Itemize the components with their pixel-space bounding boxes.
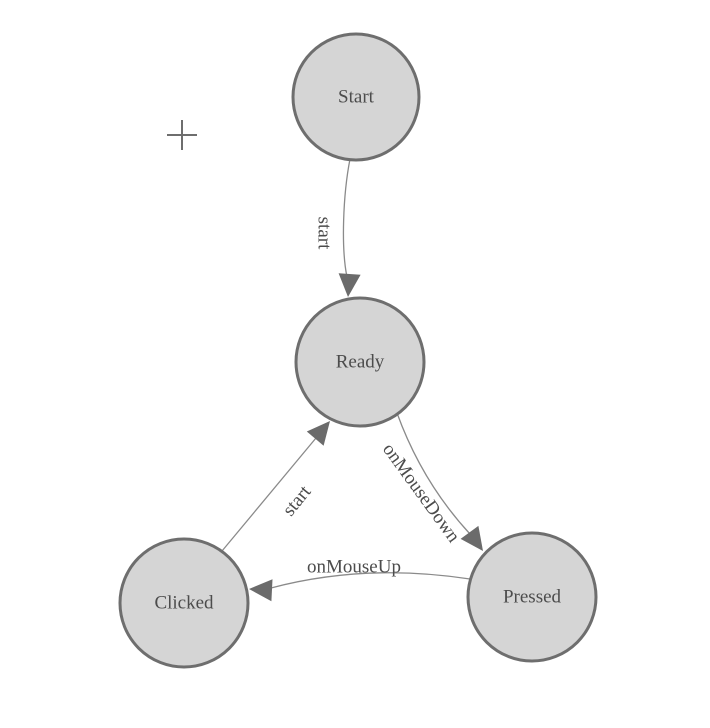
transition-label-start-to-ready: start (314, 217, 335, 250)
state-label-start: Start (338, 87, 375, 108)
arrowhead-icon-start-to-ready (338, 273, 361, 297)
state-node-clicked[interactable] (118, 537, 250, 669)
crosshair-cursor-icon (167, 120, 197, 150)
state-label-ready: Ready (336, 352, 385, 373)
state-node-ready[interactable] (294, 296, 426, 428)
arrowhead-icon-ready-to-pressed (460, 525, 483, 551)
transition-edge-pressed-to-clicked[interactable] (270, 572, 471, 589)
arrowhead-icon-pressed-to-clicked (249, 579, 273, 602)
transition-edge-clicked-to-ready[interactable] (221, 437, 317, 552)
transition-label-pressed-to-clicked: onMouseUp (307, 557, 401, 578)
state-label-pressed: Pressed (503, 587, 562, 608)
transition-label-clicked-to-ready: start (279, 481, 316, 520)
state-node-start[interactable] (291, 32, 421, 162)
state-node-pressed[interactable] (466, 531, 598, 663)
transition-edge-ready-to-pressed[interactable] (396, 412, 471, 535)
state-label-clicked: Clicked (154, 593, 214, 614)
arrowhead-icon-clicked-to-ready (306, 421, 330, 446)
transition-label-ready-to-pressed: onMouseDown (378, 439, 464, 547)
transition-edge-start-to-ready[interactable] (342, 158, 351, 278)
